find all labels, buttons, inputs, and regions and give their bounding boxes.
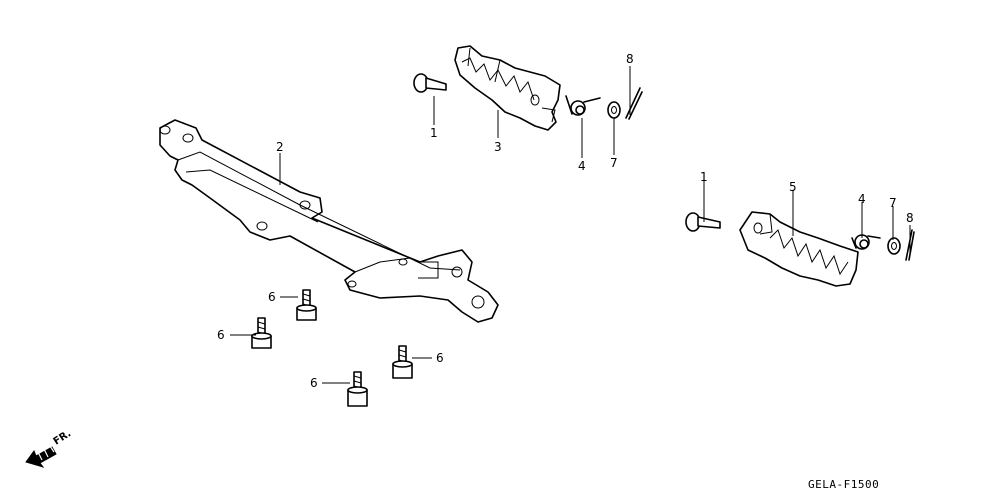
callout-6-d: 6 — [310, 376, 318, 390]
flange-bolt-1 — [251, 317, 272, 349]
flange-bolt-3 — [392, 345, 413, 379]
drawing-code: GELA-F1500 — [808, 478, 879, 491]
return-spring-lower — [851, 234, 881, 250]
flange-bolt-4 — [347, 371, 368, 407]
callout-3: 3 — [494, 140, 502, 154]
washer-upper — [607, 101, 621, 119]
callout-8-lower: 8 — [906, 211, 914, 225]
callout-8-upper: 8 — [626, 52, 634, 66]
cotter-pin-upper — [625, 87, 643, 120]
return-spring-upper — [565, 95, 601, 116]
pin-lower — [685, 212, 721, 232]
footpeg-upper — [454, 45, 561, 131]
callout-6-c: 6 — [436, 351, 444, 365]
callout-7-upper: 7 — [610, 156, 618, 170]
callout-4-lower: 4 — [858, 192, 866, 206]
step-bar — [159, 119, 499, 323]
leader-lines — [230, 66, 911, 384]
flange-bolt-2 — [296, 289, 317, 321]
callout-6-a: 6 — [268, 290, 276, 304]
callout-5: 5 — [789, 180, 797, 194]
callout-6-b: 6 — [217, 328, 225, 342]
callout-4-upper: 4 — [578, 159, 586, 173]
pin-upper — [413, 73, 447, 93]
cotter-pin-lower — [905, 229, 915, 261]
direction-label: FR. — [52, 428, 74, 447]
footpeg-lower — [739, 211, 859, 287]
callout-1-lower: 1 — [700, 170, 708, 184]
front-direction-arrow-icon — [25, 445, 57, 468]
callout-1-upper: 1 — [430, 126, 438, 140]
callout-7-lower: 7 — [889, 196, 897, 210]
callout-2: 2 — [276, 140, 284, 154]
washer-lower — [887, 237, 901, 255]
